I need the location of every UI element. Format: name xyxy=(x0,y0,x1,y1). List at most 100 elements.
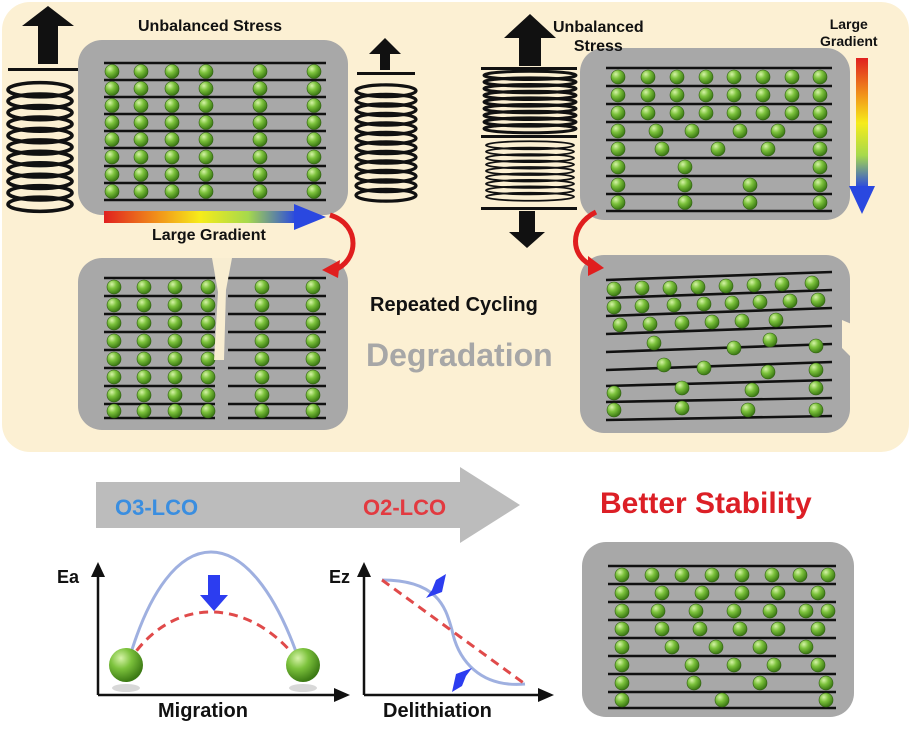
atom-ball-icon xyxy=(614,621,630,637)
atom-ball-icon xyxy=(784,105,800,121)
curved-arrow-icon xyxy=(573,209,604,276)
atom-ball-icon xyxy=(784,87,800,103)
atom-ball-icon xyxy=(305,403,321,419)
spring-icon xyxy=(482,83,578,95)
atom-ball-icon xyxy=(677,195,693,210)
atom-ball-icon xyxy=(808,338,824,354)
atom-ball-icon xyxy=(106,403,122,419)
atom-ball-icon xyxy=(677,177,693,193)
degradation-label: Degradation xyxy=(366,337,553,373)
spring-icon xyxy=(485,185,575,196)
spring-icon xyxy=(354,168,418,184)
atom-ball-icon xyxy=(742,177,758,193)
atom-ball-icon xyxy=(614,603,630,619)
spring-plate xyxy=(481,135,577,138)
atom-ball-icon xyxy=(200,387,216,403)
atom-ball-icon xyxy=(305,315,321,331)
repeated-cycling-label: Repeated Cycling xyxy=(370,294,538,316)
atom-ball-icon xyxy=(252,115,268,130)
atom-ball-icon xyxy=(810,292,826,308)
atom-ball-icon xyxy=(606,281,622,297)
atom-ball-icon xyxy=(812,69,828,85)
atom-ball-icon xyxy=(164,115,180,130)
atom-ball-icon xyxy=(252,132,268,147)
large-gradient-label: Large Gradient xyxy=(152,227,266,244)
atom-ball-icon xyxy=(133,132,149,147)
spring-icon xyxy=(354,83,418,99)
atom-ball-icon xyxy=(662,280,678,296)
delithiation-axis-label: Delithiation xyxy=(383,700,492,722)
atom-ball-icon xyxy=(252,184,268,199)
atom-ball-icon xyxy=(710,141,726,157)
spring-icon xyxy=(482,96,578,108)
spring-icon xyxy=(354,111,418,127)
atom-ball-icon xyxy=(726,69,742,85)
atom-ball-icon xyxy=(642,316,658,332)
atom-ball-icon xyxy=(254,333,270,349)
atom-ball-icon xyxy=(770,123,786,139)
spring-icon xyxy=(6,161,74,179)
atom-ball-icon xyxy=(133,98,149,113)
atom-ball-icon xyxy=(742,195,758,210)
atom-ball-icon xyxy=(106,315,122,331)
atom-ball-icon xyxy=(606,385,622,401)
spring-icon xyxy=(485,140,575,151)
better-stability-label: Better Stability xyxy=(600,487,812,520)
atom-ball-icon xyxy=(610,141,626,157)
atom-ball-icon xyxy=(820,567,836,583)
atom-ball-icon xyxy=(133,81,149,96)
spring-icon xyxy=(482,103,578,115)
atom-ball-icon xyxy=(133,64,149,79)
atom-ball-icon xyxy=(614,567,630,583)
atom-ball-icon xyxy=(164,132,180,147)
spring-icon xyxy=(354,178,418,194)
atom-ball-icon xyxy=(198,132,214,147)
atom-ball-icon xyxy=(768,312,784,328)
atom-ball-icon xyxy=(810,621,826,637)
atom-ball-icon xyxy=(696,360,712,376)
atom-ball-icon xyxy=(164,167,180,182)
spring-icon xyxy=(6,92,74,111)
atom-ball-icon xyxy=(726,87,742,103)
atom-ball-icon xyxy=(198,81,214,96)
crack-icon xyxy=(212,258,232,360)
atom-ball-icon xyxy=(684,657,700,673)
atom-ball-icon xyxy=(612,317,628,333)
atom-ball-icon xyxy=(254,403,270,419)
atom-ball-icon xyxy=(136,387,152,403)
down-arrow-icon xyxy=(481,207,577,248)
atom-ball-icon xyxy=(167,403,183,419)
springs xyxy=(6,69,578,214)
atom-ball-icon xyxy=(812,105,828,121)
atom-ball-icon xyxy=(164,98,180,113)
atom-ball-icon xyxy=(306,132,322,147)
atom-ball-icon xyxy=(610,87,626,103)
atom-ball-icon xyxy=(734,585,750,601)
atom-ball-icon xyxy=(732,123,748,139)
atom-ball-icon xyxy=(136,403,152,419)
o2-barrier-curve xyxy=(126,610,302,664)
atom-ball-icon xyxy=(606,402,622,418)
o2-lco-label: O2-LCO xyxy=(363,495,447,520)
atom-ball-icon xyxy=(810,585,826,601)
atom-ball-icon xyxy=(136,297,152,313)
atom-ball-icon xyxy=(804,275,820,291)
atom-ball-icon xyxy=(640,87,656,103)
atom-ball-icon xyxy=(726,105,742,121)
atom-ball-icon xyxy=(286,648,320,682)
atom-ball-icon xyxy=(752,294,768,310)
atom-ball-icon xyxy=(818,675,834,691)
large-gradient-vertical-bar xyxy=(856,58,868,188)
atom-ball-icon xyxy=(133,167,149,182)
atom-ball-icon xyxy=(674,380,690,396)
atom-ball-icon xyxy=(200,279,216,295)
atom-ball-icon xyxy=(136,351,152,367)
spring-icon xyxy=(6,195,74,214)
atom-ball-icon xyxy=(669,87,685,103)
atom-ball-icon xyxy=(254,315,270,331)
atom-ball-icon xyxy=(766,657,782,673)
atom-ball-icon xyxy=(254,369,270,385)
atom-ball-icon xyxy=(104,115,120,130)
atom-ball-icon xyxy=(254,297,270,313)
